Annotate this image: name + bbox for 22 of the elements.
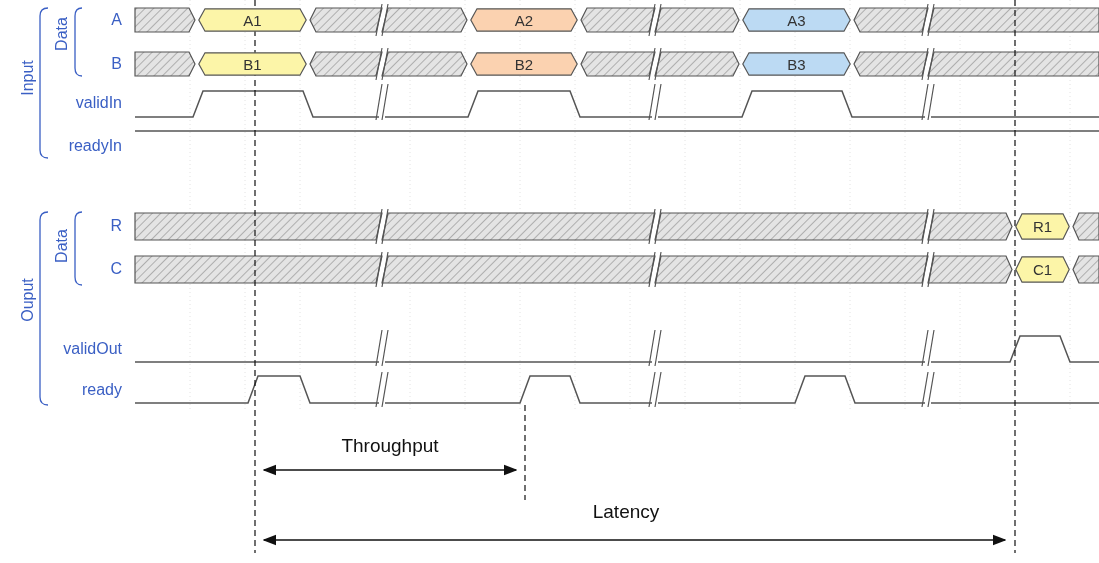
signal-name: B <box>111 56 122 72</box>
data-value-box: B2 <box>470 52 578 76</box>
signal-name: C <box>110 261 122 277</box>
signal-name: validOut <box>63 341 122 357</box>
group-label: Data <box>54 17 70 51</box>
data-value-box: A1 <box>198 8 307 32</box>
group-label: Data <box>54 229 70 263</box>
group-label: Ouput <box>20 278 36 322</box>
signal-name: A <box>111 12 122 28</box>
signal-name: validIn <box>75 95 122 111</box>
signal-name: ready <box>81 382 122 398</box>
data-value-box: A2 <box>470 8 578 32</box>
data-value-box: B1 <box>198 52 307 76</box>
signal-name: R <box>110 218 122 234</box>
signal-name: readyIn <box>68 138 122 154</box>
data-value-box: B3 <box>742 52 851 76</box>
data-value-box: R1 <box>1015 213 1070 240</box>
data-value-box: A3 <box>742 8 851 32</box>
data-value-box: C1 <box>1015 256 1070 283</box>
group-label: Input <box>20 60 36 96</box>
dimension-label: Throughput <box>341 435 439 455</box>
dimension-label: Latency <box>592 501 660 521</box>
